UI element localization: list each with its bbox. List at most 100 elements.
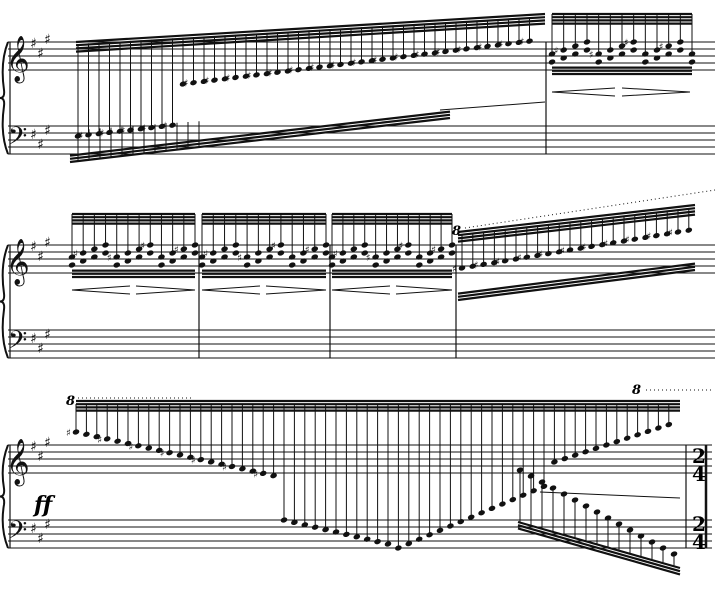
sharp-icon: ♯ <box>415 50 420 61</box>
note-head <box>583 47 591 53</box>
note-head <box>311 254 319 260</box>
note-head <box>322 526 329 533</box>
note-head <box>642 51 649 57</box>
octave-mark: 8 <box>452 224 461 239</box>
bass-clef-icon: 𝄢 <box>8 122 27 157</box>
note-head <box>395 545 402 551</box>
note-head <box>663 231 671 237</box>
time-signature-numerator: 2 <box>692 512 706 536</box>
note-head <box>209 258 217 264</box>
note-head <box>677 39 684 45</box>
beam <box>75 19 546 50</box>
sharp-icon: ♯ <box>184 79 189 90</box>
beam <box>457 213 696 243</box>
note-head <box>79 258 87 264</box>
sharp-icon: ♯ <box>625 235 630 246</box>
sharp-icon: ♯ <box>452 264 457 275</box>
note-head <box>405 250 412 256</box>
note-head <box>526 38 533 44</box>
note-head <box>372 262 379 268</box>
beam <box>75 12 546 44</box>
sharp-icon: ♯ <box>203 249 208 260</box>
note-head <box>91 246 98 252</box>
treble-clef-icon: 𝄞 <box>6 439 30 487</box>
note-head <box>383 258 390 264</box>
note-head <box>209 250 217 256</box>
note-head <box>523 254 531 260</box>
note-head <box>405 242 412 248</box>
note-head <box>677 47 684 53</box>
note-head <box>653 55 661 61</box>
note-head <box>266 246 273 252</box>
note-head <box>176 452 184 458</box>
note-head <box>145 445 153 451</box>
note-head <box>582 449 589 455</box>
note-head <box>350 246 358 252</box>
note-head <box>332 529 340 535</box>
note-head <box>368 57 376 64</box>
sharp-icon: ♯ <box>431 245 436 256</box>
sharp-icon: ♯ <box>398 241 403 252</box>
note-head <box>491 259 498 266</box>
note-head <box>410 52 418 59</box>
note-head <box>426 532 433 538</box>
note-head <box>653 232 660 239</box>
note-head <box>190 80 197 86</box>
note-head <box>509 496 517 503</box>
note-head <box>549 485 557 491</box>
note-head <box>243 254 251 260</box>
note-head <box>394 246 401 252</box>
note-head <box>113 254 121 260</box>
note-head <box>618 43 626 49</box>
note-head <box>79 250 87 256</box>
note-head <box>187 454 194 460</box>
note-head <box>288 254 296 260</box>
note-head <box>347 60 355 66</box>
note-head <box>295 67 302 73</box>
sharp-icon: ♯ <box>333 249 338 260</box>
note-head <box>316 64 323 70</box>
note-head <box>442 48 449 55</box>
note-head <box>421 51 428 57</box>
note-head <box>630 47 637 53</box>
sharp-icon: ♯ <box>554 46 559 57</box>
note-head <box>599 241 606 248</box>
note-head <box>135 443 142 449</box>
note-head <box>379 56 386 62</box>
note-head <box>394 254 401 260</box>
note-head <box>519 492 527 498</box>
note-head <box>221 254 228 260</box>
sharp-icon: ♯ <box>30 521 37 537</box>
sharp-icon: ♯ <box>37 531 44 547</box>
beam <box>457 265 696 298</box>
note-head <box>232 74 239 81</box>
note-head <box>93 433 101 440</box>
note-head <box>582 503 590 509</box>
note-head <box>166 450 173 456</box>
note-head <box>548 59 556 65</box>
sharp-icon: ♯ <box>659 42 664 53</box>
note-head <box>583 39 591 45</box>
sharp-icon: ♯ <box>97 435 102 446</box>
sharp-icon: ♯ <box>191 456 196 467</box>
note-head <box>169 258 176 264</box>
note-head <box>374 538 381 545</box>
sharp-icon: ♯ <box>305 245 310 256</box>
note-head <box>448 250 456 256</box>
note-head <box>405 540 413 547</box>
note-head <box>499 501 506 507</box>
sharp-icon: ♯ <box>237 253 242 264</box>
note-head <box>232 250 240 256</box>
beam <box>457 262 696 295</box>
note-head <box>551 459 558 465</box>
note-head <box>674 229 682 235</box>
note-head <box>83 431 90 437</box>
sharp-icon: ♯ <box>163 121 168 132</box>
note-head <box>620 238 628 244</box>
note-head <box>467 514 475 520</box>
sharp-icon: ♯ <box>37 249 44 265</box>
note-head <box>277 250 285 256</box>
sharp-icon: ♯ <box>30 331 37 347</box>
sharp-icon: ♯ <box>107 253 112 264</box>
sharp-icon: ♯ <box>289 66 294 77</box>
